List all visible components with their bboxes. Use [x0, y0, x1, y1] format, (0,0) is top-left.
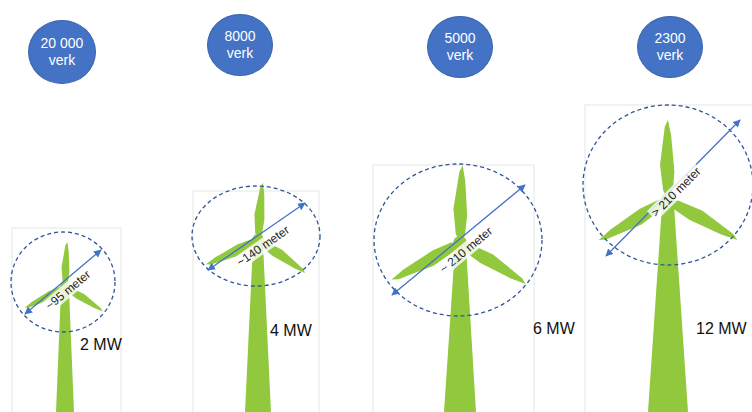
- count-text: 8000: [224, 28, 255, 45]
- count-circle: 2300verk: [637, 16, 703, 78]
- count-text: verk: [447, 47, 473, 64]
- power-label: 2 MW: [80, 336, 122, 354]
- turbine-frame: [12, 105, 752, 412]
- rotor-circle: [11, 105, 752, 332]
- turbine: [23, 120, 741, 412]
- power-label: 6 MW: [533, 320, 575, 338]
- count-text: 20 000: [41, 35, 84, 52]
- count-text: 5000: [444, 30, 475, 47]
- count-circle: 20 000verk: [28, 20, 96, 84]
- power-label: 12 MW: [696, 320, 747, 338]
- count-text: verk: [227, 45, 253, 62]
- diameter-arrow: [25, 120, 740, 314]
- count-circle: 8000verk: [207, 14, 273, 76]
- count-text: verk: [49, 52, 75, 69]
- count-circle: 5000verk: [427, 16, 493, 78]
- count-text: verk: [657, 47, 683, 64]
- power-label: 4 MW: [270, 322, 312, 340]
- count-text: 2300: [654, 30, 685, 47]
